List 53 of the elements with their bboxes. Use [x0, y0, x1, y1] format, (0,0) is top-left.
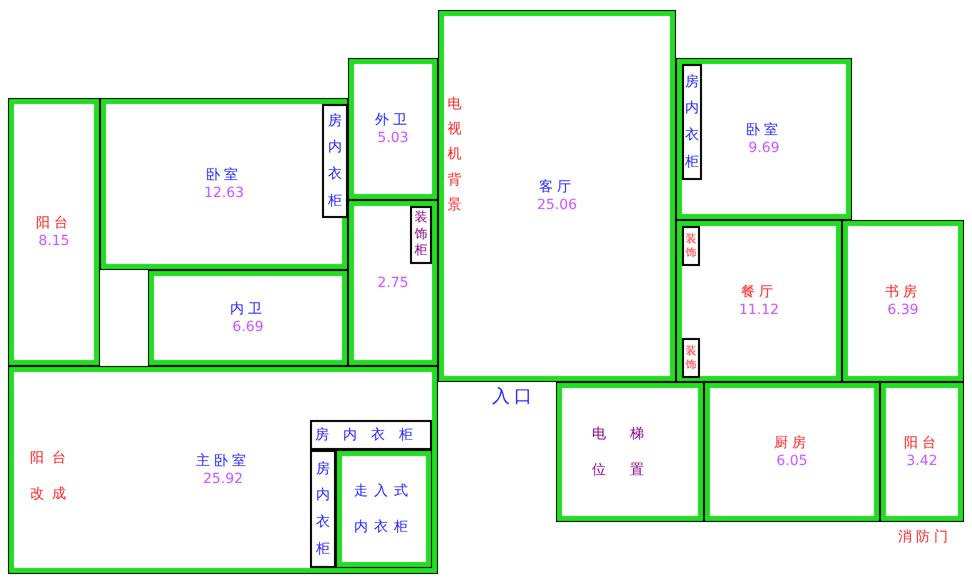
cabinet-label: 装饰柜: [414, 210, 428, 260]
room-outline: [556, 382, 704, 522]
area-value: 9.69: [748, 139, 780, 158]
room-outline: [148, 270, 348, 366]
room-name: 餐厅: [741, 282, 777, 301]
room-name: 电梯位置: [592, 424, 668, 480]
cabinet-label: 装饰: [685, 232, 697, 260]
room-name: 卧室: [746, 120, 782, 139]
room-outline: [348, 58, 438, 200]
room-name: 阳台: [904, 434, 940, 452]
area-value: 12.63: [204, 184, 244, 202]
room-name: 主卧室: [196, 452, 250, 470]
room-outline: [8, 98, 100, 366]
room-name: 卧室: [206, 166, 242, 184]
room-outline: [880, 382, 964, 522]
area-value: 6.39: [887, 301, 919, 320]
area-value: 5.03: [377, 129, 409, 148]
area-value: 25.92: [202, 470, 244, 488]
area-value: 8.15: [38, 232, 70, 250]
cabinet-outline: [682, 338, 700, 378]
cabinet-label: 房内衣柜: [328, 112, 342, 211]
room-name: 走入式内衣柜: [354, 482, 414, 537]
cabinet-label: 房内衣柜: [316, 460, 330, 559]
room-outline: [676, 58, 852, 220]
area-value: 11.12: [738, 301, 780, 320]
area-value: 6.69: [232, 318, 264, 336]
area-value: 3.42: [906, 452, 938, 470]
room-outline: [704, 382, 880, 522]
cabinet-label: 房内衣柜: [684, 72, 700, 172]
room-name: 厨房: [774, 434, 810, 452]
room-name: 内卫: [230, 300, 266, 318]
area-value: 2.75: [377, 274, 409, 292]
cabinet-outline: [310, 420, 432, 450]
area-value: 25.06: [536, 196, 578, 214]
cabinet-outline: [322, 104, 348, 218]
cabinet-outline: [410, 206, 432, 264]
room-outline: [676, 220, 842, 382]
room-outline: [100, 98, 348, 270]
room-outline: [348, 200, 438, 366]
room-outline: [842, 220, 964, 382]
cabinet-outline: [682, 64, 702, 180]
cabinet-outline: [310, 450, 336, 568]
room-outline: [336, 450, 432, 568]
room-name: 书房: [885, 282, 921, 301]
area-value: 6.05: [776, 452, 808, 470]
cabinet-label: 房内衣柜: [315, 426, 427, 444]
room-name: 客厅: [539, 178, 575, 196]
room-name: 阳台: [36, 214, 72, 232]
room-name: 外卫: [375, 110, 411, 129]
cabinet-outline: [682, 226, 700, 266]
room-outline: [438, 10, 676, 382]
room-outline: [8, 366, 438, 574]
cabinet-label: 装饰: [685, 344, 697, 372]
